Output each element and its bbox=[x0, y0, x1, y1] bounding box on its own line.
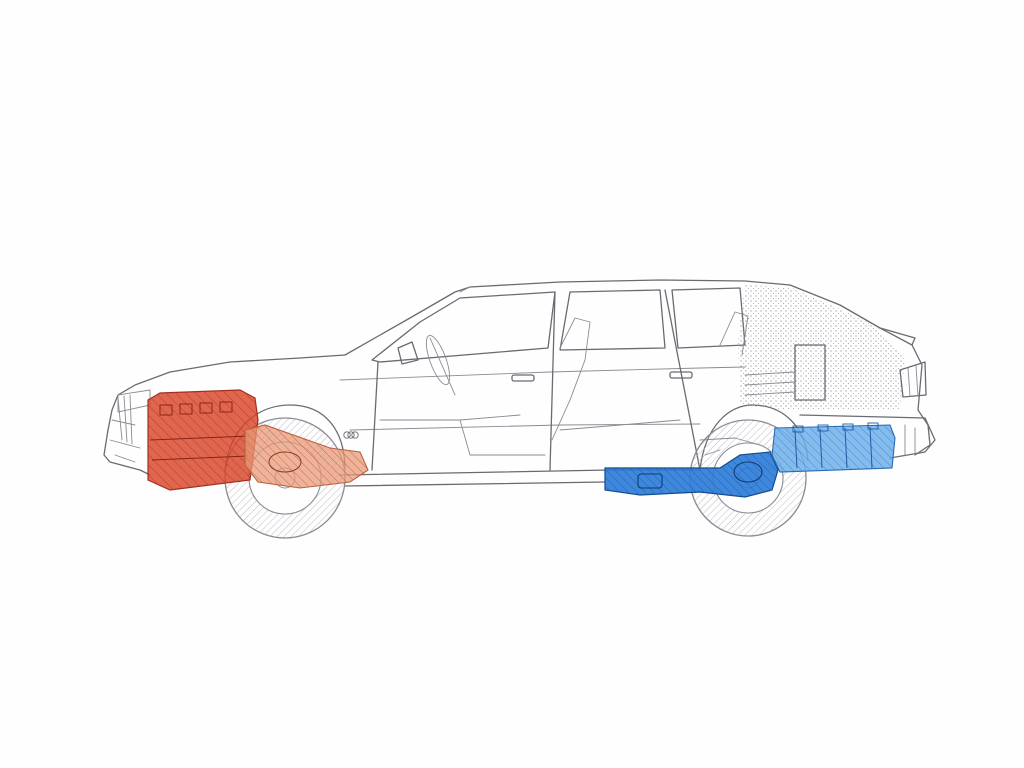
audi-rings-logo bbox=[343, 431, 359, 439]
transmission bbox=[244, 424, 369, 489]
engine-block bbox=[147, 389, 259, 491]
trunk-area bbox=[738, 285, 905, 410]
fuel-tank bbox=[771, 422, 896, 473]
rear-suspension bbox=[699, 437, 761, 456]
rear-drive-unit bbox=[604, 451, 779, 498]
